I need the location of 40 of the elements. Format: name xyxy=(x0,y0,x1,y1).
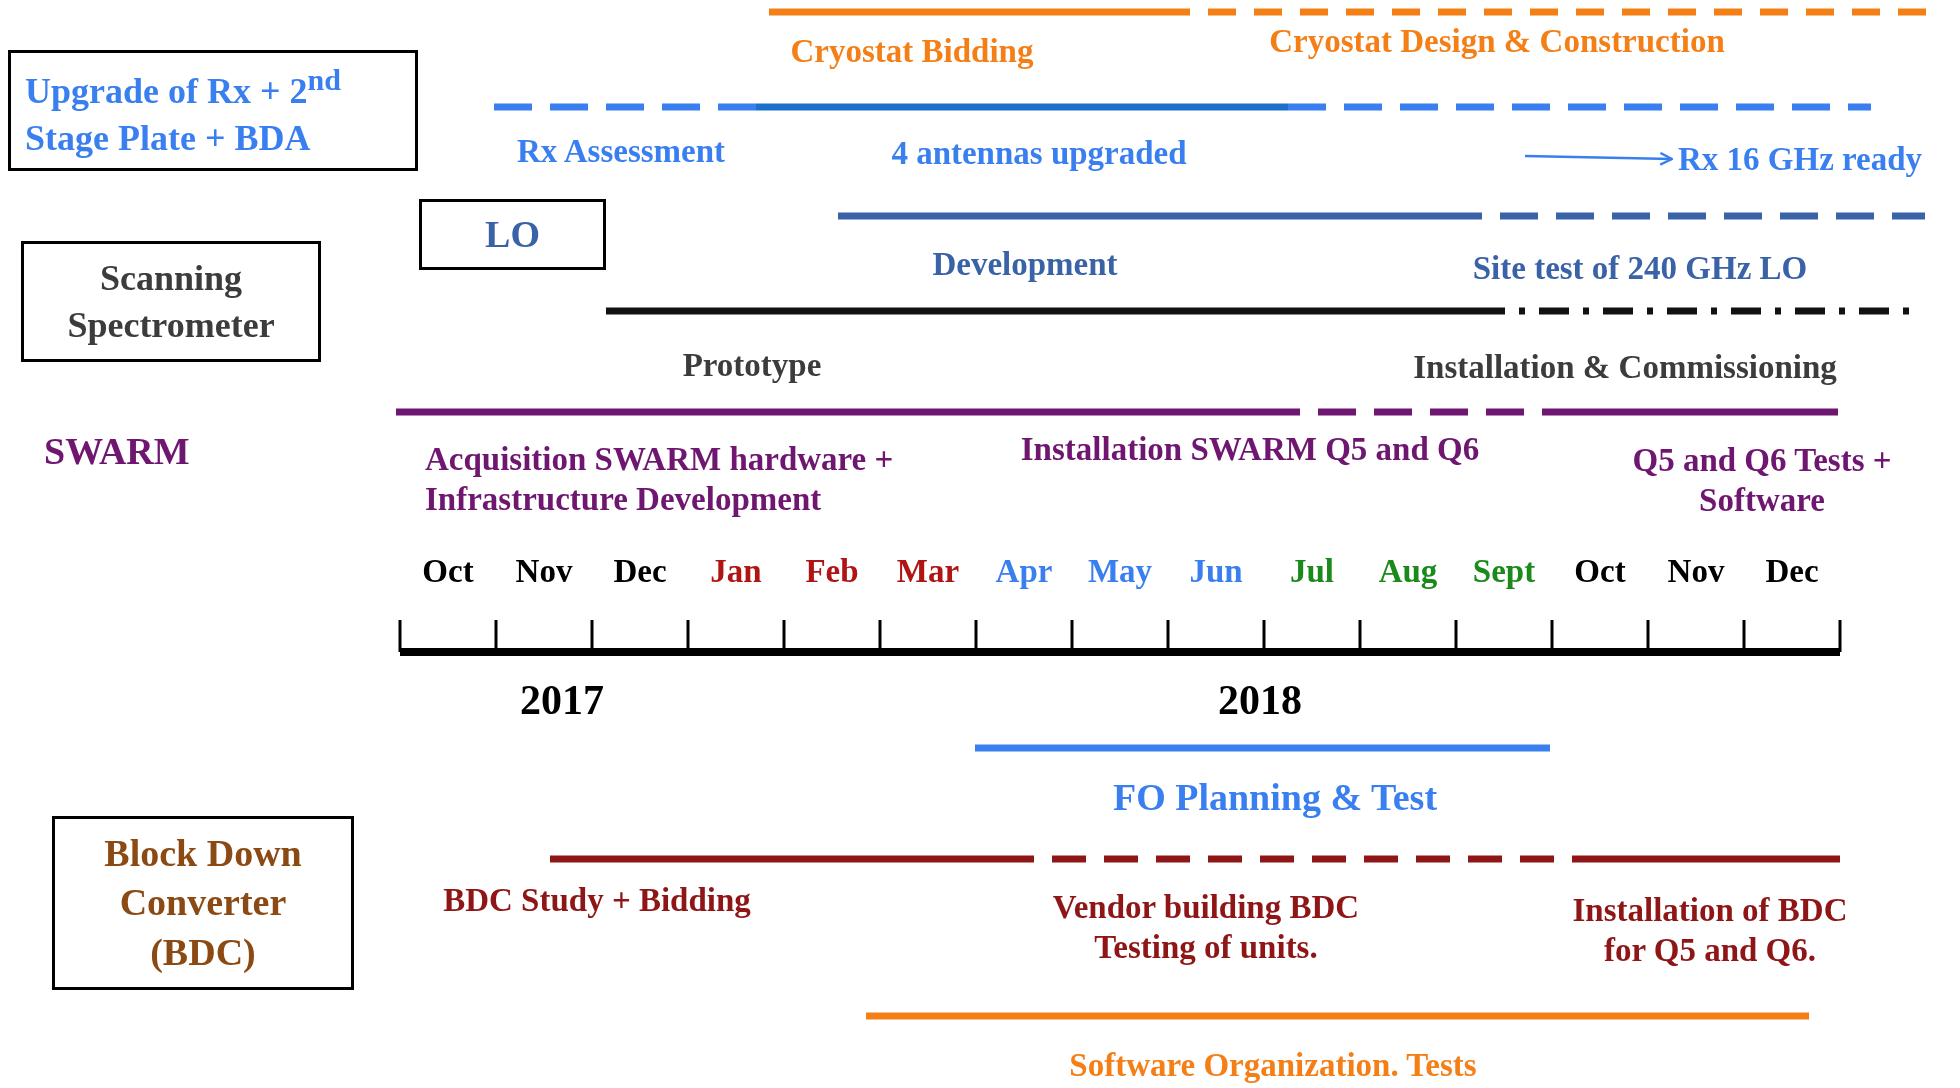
arrow xyxy=(1524,151,1674,166)
month-label: Jul xyxy=(1290,552,1334,592)
bar-label: Installation SWARM Q5 and Q6 xyxy=(1020,430,1480,470)
month-label: Nov xyxy=(515,552,573,592)
bar-label: Prototype xyxy=(682,346,822,386)
month-label: Mar xyxy=(896,552,960,592)
month-label: Dec xyxy=(1765,552,1819,592)
bar-label: BDC Study + Bidding xyxy=(443,881,751,921)
bar-label: FO Planning & Test xyxy=(1112,775,1438,821)
bar-label: Vendor building BDC Testing of units. xyxy=(1051,888,1361,967)
bar-label: Site test of 240 GHz LO xyxy=(1472,249,1808,289)
project-box: Block Down Converter (BDC) xyxy=(52,816,354,990)
year-label: 2018 xyxy=(1218,675,1302,725)
month-label: Nov xyxy=(1667,552,1725,592)
row-label: SWARM xyxy=(44,429,190,475)
bar-label: Installation of BDC for Q5 and Q6. xyxy=(1571,891,1849,970)
bar-label: Installation & Commissioning xyxy=(1413,348,1837,388)
month-label: Sept xyxy=(1472,552,1536,592)
year-label: 2017 xyxy=(520,675,604,725)
month-label: Aug xyxy=(1378,552,1438,592)
project-box: LO xyxy=(419,199,606,270)
project-box: Upgrade of Rx + 2$^{nd}$ Stage Plate + BDA xyxy=(8,50,418,171)
month-label: Oct xyxy=(1574,552,1626,592)
month-label: Feb xyxy=(805,552,859,592)
bar-label: Q5 and Q6 Tests + Software xyxy=(1631,441,1893,520)
month-label: Jan xyxy=(710,552,762,592)
month-label: Jun xyxy=(1189,552,1243,592)
month-label: Oct xyxy=(422,552,474,592)
bar-label: 4 antennas upgraded xyxy=(891,134,1187,174)
milestone-label: Rx 16 GHz ready xyxy=(1678,136,1958,182)
month-label: Dec xyxy=(613,552,667,592)
project-box: Scanning Spectrometer xyxy=(21,241,321,362)
bar-label: Acquisition SWARM hardware + Infrastructure Development xyxy=(425,440,895,519)
month-label: Apr xyxy=(995,552,1053,592)
bar-label: Cryostat Design & Construction xyxy=(1269,22,1725,62)
month-label: May xyxy=(1087,552,1153,592)
bar-label: Development xyxy=(932,245,1118,285)
bar-label: Rx Assessment xyxy=(516,132,726,172)
bar-label: Software Organization. Tests xyxy=(1069,1046,1477,1086)
bar-label: Cryostat Bidding xyxy=(790,32,1034,72)
